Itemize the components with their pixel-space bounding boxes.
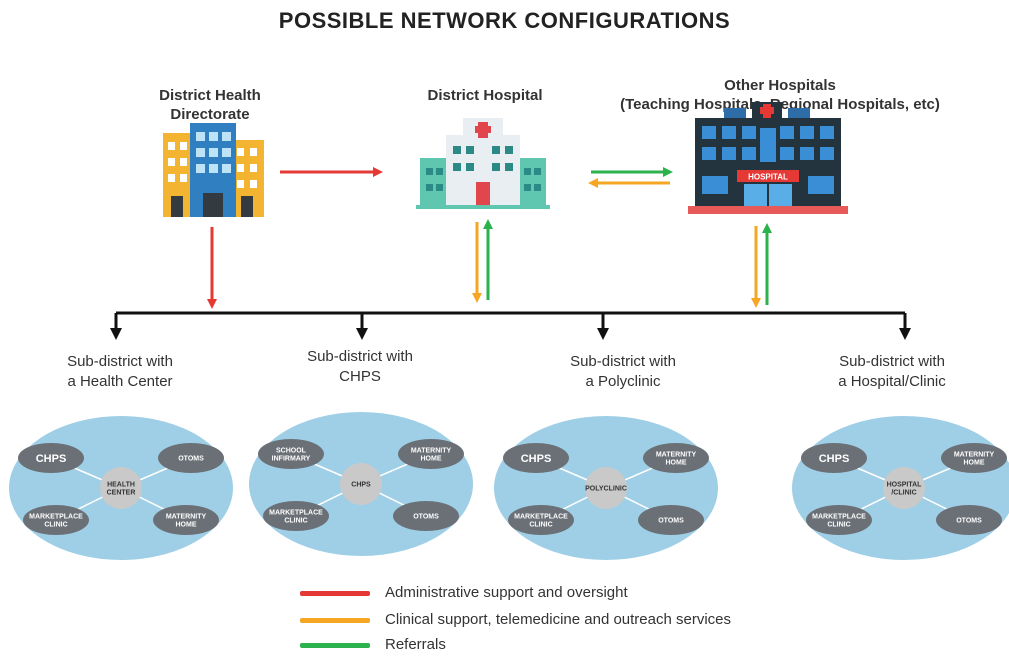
- diagram-title: POSSIBLE NETWORK CONFIGURATIONS: [278, 8, 731, 33]
- facility-node-label: OTOMS: [956, 518, 982, 525]
- facility-node-label: OTOMS: [658, 518, 684, 525]
- hub-node-label: CHPS: [351, 482, 371, 489]
- facility-node-label: MATERNITY: [411, 448, 452, 455]
- facility-node-label: OTOMS: [178, 456, 204, 463]
- facility-node: [936, 505, 1002, 535]
- facility-node-label: MARKETPLACE: [812, 514, 866, 521]
- subdistrict-3-line1: Sub-district with: [570, 353, 676, 370]
- hub-node: [883, 467, 925, 509]
- legend-swatch-admin: [300, 591, 370, 596]
- facility-node-label: CHPS: [819, 453, 850, 465]
- subdistrict-4-line2: a Hospital/Clinic: [838, 373, 946, 390]
- hub-node: [340, 463, 382, 505]
- hub-node: [100, 467, 142, 509]
- facility-node-label: HOME: [666, 460, 687, 467]
- district-hospital-label: District Hospital: [427, 87, 543, 104]
- subdistrict-cluster-2: SCHOOLINFIRMARYMATERNITYHOMEMARKETPLACEC…: [249, 412, 473, 556]
- facility-node: [503, 443, 569, 473]
- district-health-directorate-icon: [163, 123, 264, 217]
- legend-swatch-clinical: [300, 618, 370, 623]
- subdistrict-label-2: Sub-district with CHPS: [250, 347, 470, 387]
- facility-node-label: INFIRMARY: [272, 456, 311, 463]
- hub-node-label: POLYCLINIC: [585, 486, 627, 493]
- facility-node-label: CHPS: [521, 453, 552, 465]
- subdistrict-3-line2: a Polyclinic: [585, 373, 661, 390]
- legend-label-admin: Administrative support and oversight: [385, 584, 628, 601]
- facility-node-label: CLINIC: [529, 522, 552, 529]
- oh-label-line1: Other Hospitals: [724, 77, 836, 94]
- legend-label-referral: Referrals: [385, 636, 446, 653]
- facility-node: [23, 505, 89, 535]
- facility-node: [398, 439, 464, 469]
- subdistrict-2-line1: Sub-district with: [307, 348, 413, 365]
- subdistrict-4-line1: Sub-district with: [839, 353, 945, 370]
- hub-node-label: /CLINIC: [891, 490, 916, 497]
- facility-node: [638, 505, 704, 535]
- subdistrict-1-line2: a Health Center: [67, 373, 173, 390]
- subdistrict-1-line1: Sub-district with: [67, 353, 173, 370]
- facility-node: [393, 501, 459, 531]
- facility-node-label: MATERNITY: [954, 452, 995, 459]
- facility-node: [508, 505, 574, 535]
- hub-node-label: HEALTH: [107, 482, 135, 489]
- dhd-label-line2: Directorate: [170, 106, 250, 123]
- district-hospital-icon: [416, 118, 550, 209]
- district-health-directorate-label: District Health Directorate: [130, 86, 290, 124]
- facility-node-label: HOME: [176, 522, 197, 529]
- legend-label-clinical: Clinical support, telemedicine and outre…: [385, 611, 732, 628]
- facility-node: [258, 439, 324, 469]
- facility-node: [158, 443, 224, 473]
- hub-node: [585, 467, 627, 509]
- facility-node: [806, 505, 872, 535]
- dhd-label-line1: District Health: [159, 87, 261, 104]
- facility-node-label: CHPS: [36, 453, 67, 465]
- facility-node: [263, 501, 329, 531]
- facility-node-label: CLINIC: [44, 522, 67, 529]
- facility-node-label: HOME: [421, 456, 442, 463]
- facility-node: [153, 505, 219, 535]
- facility-node-label: OTOMS: [413, 514, 439, 521]
- subdistrict-label-3: Sub-district with a Polyclinic: [513, 352, 733, 392]
- facility-node-label: MARKETPLACE: [514, 514, 568, 521]
- hub-node-label: HOSPITAL: [887, 482, 923, 489]
- facility-node-label: HOME: [964, 460, 985, 467]
- subdistrict-label-1: Sub-district with a Health Center: [10, 352, 230, 392]
- subdistrict-label-4: Sub-district with a Hospital/Clinic: [782, 352, 1002, 392]
- facility-node-label: MARKETPLACE: [29, 514, 83, 521]
- facility-node-label: MARKETPLACE: [269, 510, 323, 517]
- facility-node-label: MATERNITY: [656, 452, 697, 459]
- legend-swatch-referral: [300, 643, 370, 648]
- facility-node: [643, 443, 709, 473]
- facility-node-label: SCHOOL: [276, 448, 307, 455]
- facility-node-label: MATERNITY: [166, 514, 207, 521]
- subdistrict-2-line2: CHPS: [339, 368, 381, 385]
- facility-node: [801, 443, 867, 473]
- other-hospitals-icon: HOSPITAL: [688, 102, 848, 214]
- facility-node-label: CLINIC: [284, 518, 307, 525]
- facility-node: [18, 443, 84, 473]
- facility-node-label: CLINIC: [827, 522, 850, 529]
- hospital-sign-text: HOSPITAL: [748, 173, 788, 182]
- facility-node: [941, 443, 1007, 473]
- hub-node-label: CENTER: [107, 490, 136, 497]
